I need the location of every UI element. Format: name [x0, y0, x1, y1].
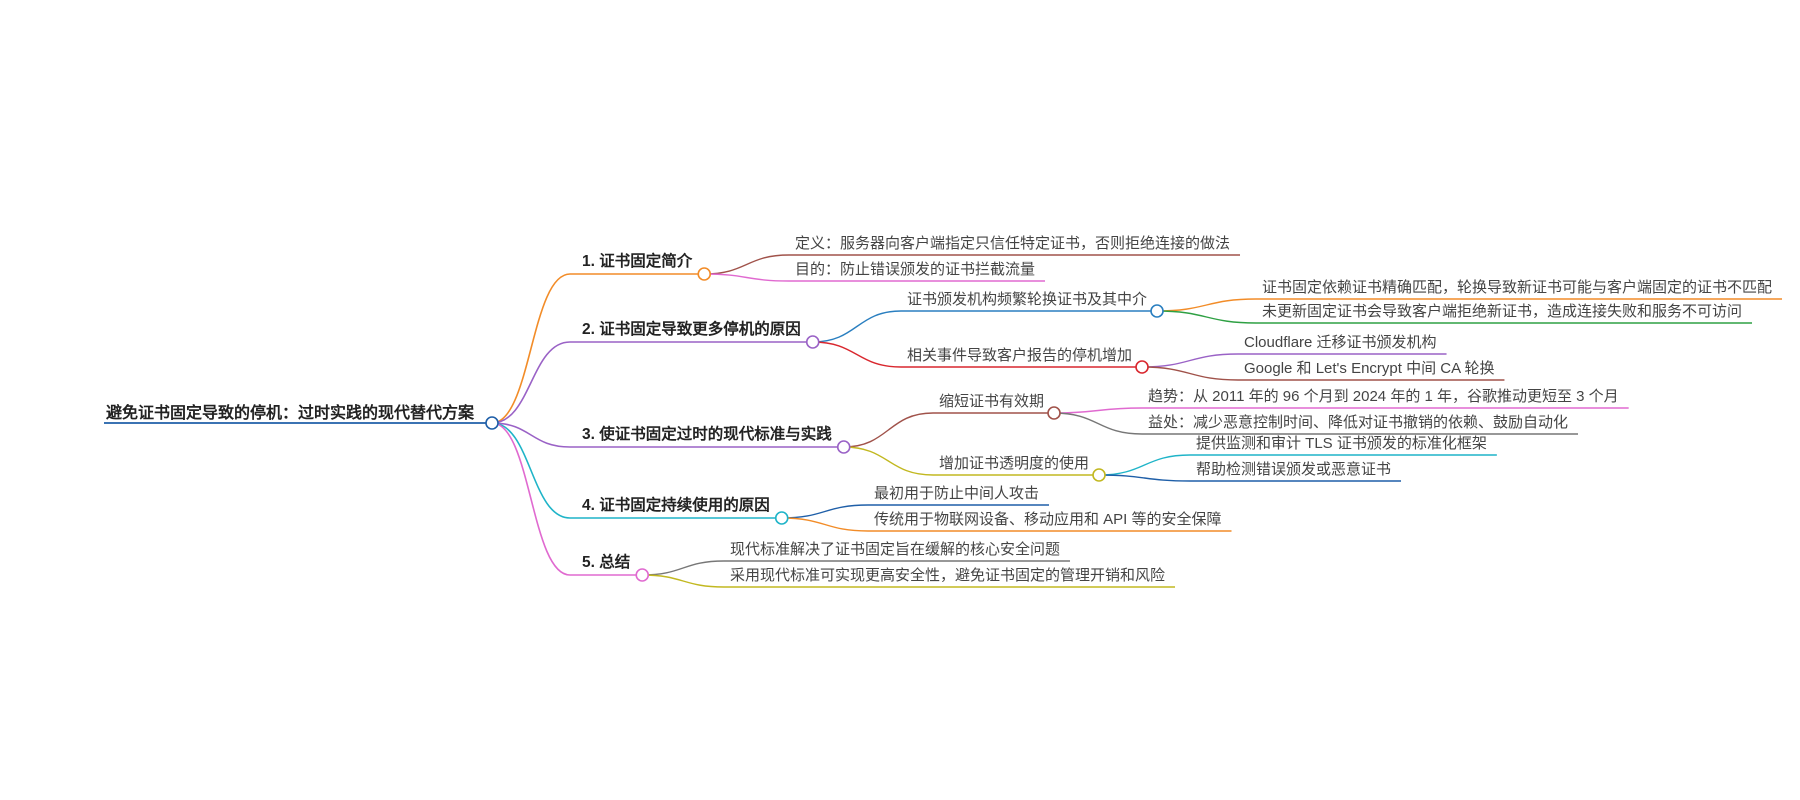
root-to-branch-edge	[491, 422, 571, 448]
subtopic-to-detail-edge	[1157, 310, 1257, 324]
subtopic[interactable]: 缩短证书有效期	[939, 393, 1045, 410]
root-to-branch-edge	[491, 422, 571, 576]
branch-topic[interactable]: 4. 证书固定持续使用的原因	[582, 497, 770, 514]
subtopic-to-detail-edge	[1099, 474, 1191, 482]
subtopic-collapse-knob[interactable]	[1092, 468, 1106, 482]
detail-topic[interactable]: Google 和 Let's Encrypt 中间 CA 轮换	[1244, 360, 1495, 377]
subtopic[interactable]: 相关事件导致客户报告的停机增加	[907, 347, 1133, 364]
branch-collapse-knob[interactable]	[774, 511, 789, 525]
branch-to-subtopic-edge	[843, 446, 934, 476]
root-collapse-knob[interactable]	[485, 416, 499, 430]
subtopic-to-detail-edge	[1099, 454, 1191, 476]
subtopic-to-detail-edge	[1157, 298, 1257, 312]
branch-topic[interactable]: 5. 总结	[582, 554, 631, 571]
subtopic-to-detail-edge	[1054, 407, 1143, 414]
root-to-branch-edge	[491, 422, 571, 519]
branch-collapse-knob[interactable]	[635, 568, 650, 582]
detail-topic[interactable]: 帮助检测错误颁发或恶意证书	[1196, 461, 1392, 478]
root-to-branch-edge	[491, 341, 571, 424]
subtopic[interactable]: 证书颁发机构频繁轮换证书及其中介	[907, 291, 1148, 308]
root-topic[interactable]: 避免证书固定导致的停机：过时实践的现代替代方案	[106, 405, 475, 422]
branch-to-subtopic-edge	[704, 254, 790, 275]
branch-to-subtopic-edge	[781, 504, 869, 519]
branch-to-subtopic-edge	[812, 310, 902, 343]
detail-topic[interactable]: 益处：减少恶意控制时间、降低对证书撤销的依赖、鼓励自动化	[1148, 414, 1569, 431]
subtopic[interactable]: 目的：防止错误颁发的证书拦截流量	[795, 261, 1036, 278]
branch-to-subtopic-edge	[781, 517, 869, 532]
subtopic[interactable]: 现代标准解决了证书固定旨在缓解的核心安全问题	[730, 541, 1061, 558]
subtopic[interactable]: 定义：服务器向客户端指定只信任特定证书，否则拒绝连接的做法	[795, 235, 1231, 252]
subtopic[interactable]: 传统用于物联网设备、移动应用和 API 等的安全保障	[874, 511, 1222, 528]
branch-collapse-knob[interactable]	[836, 440, 851, 454]
branch-to-subtopic-edge	[642, 560, 725, 576]
branch-topic[interactable]: 1. 证书固定简介	[582, 253, 693, 270]
branch-topic[interactable]: 3. 使证书固定过时的现代标准与实践	[582, 426, 832, 443]
subtopic-to-detail-edge	[1142, 353, 1239, 368]
root-to-branch-edge	[491, 273, 571, 424]
subtopic-to-detail-edge	[1054, 412, 1143, 435]
branch-topic[interactable]: 2. 证书固定导致更多停机的原因	[582, 321, 801, 338]
detail-topic[interactable]: 未更新固定证书会导致客户端拒绝新证书，造成连接失败和服务不可访问	[1262, 303, 1743, 320]
branch-collapse-knob[interactable]	[697, 267, 712, 281]
subtopic-to-detail-edge	[1142, 366, 1239, 381]
subtopic-collapse-knob[interactable]	[1047, 406, 1061, 420]
branch-to-subtopic-edge	[642, 574, 725, 588]
detail-topic[interactable]: 提供监测和审计 TLS 证书颁发的标准化框架	[1196, 435, 1487, 452]
branch-to-subtopic-edge	[812, 341, 902, 368]
subtopic-collapse-knob[interactable]	[1150, 304, 1164, 318]
detail-topic[interactable]: 证书固定依赖证书精确匹配，轮换导致新证书可能与客户端固定的证书不匹配	[1262, 279, 1773, 296]
detail-topic[interactable]: 趋势：从 2011 年的 96 个月到 2024 年的 1 年，谷歌推动更短至 …	[1148, 388, 1619, 405]
subtopic-collapse-knob[interactable]	[1135, 360, 1149, 374]
subtopic[interactable]: 采用现代标准可实现更高安全性，避免证书固定的管理开销和风险	[730, 567, 1166, 584]
branch-to-subtopic-edge	[843, 412, 934, 448]
branch-collapse-knob[interactable]	[805, 335, 820, 349]
subtopic[interactable]: 增加证书透明度的使用	[939, 455, 1090, 472]
detail-topic[interactable]: Cloudflare 迁移证书颁发机构	[1244, 334, 1437, 351]
branch-to-subtopic-edge	[704, 273, 790, 282]
subtopic[interactable]: 最初用于防止中间人攻击	[874, 485, 1040, 502]
